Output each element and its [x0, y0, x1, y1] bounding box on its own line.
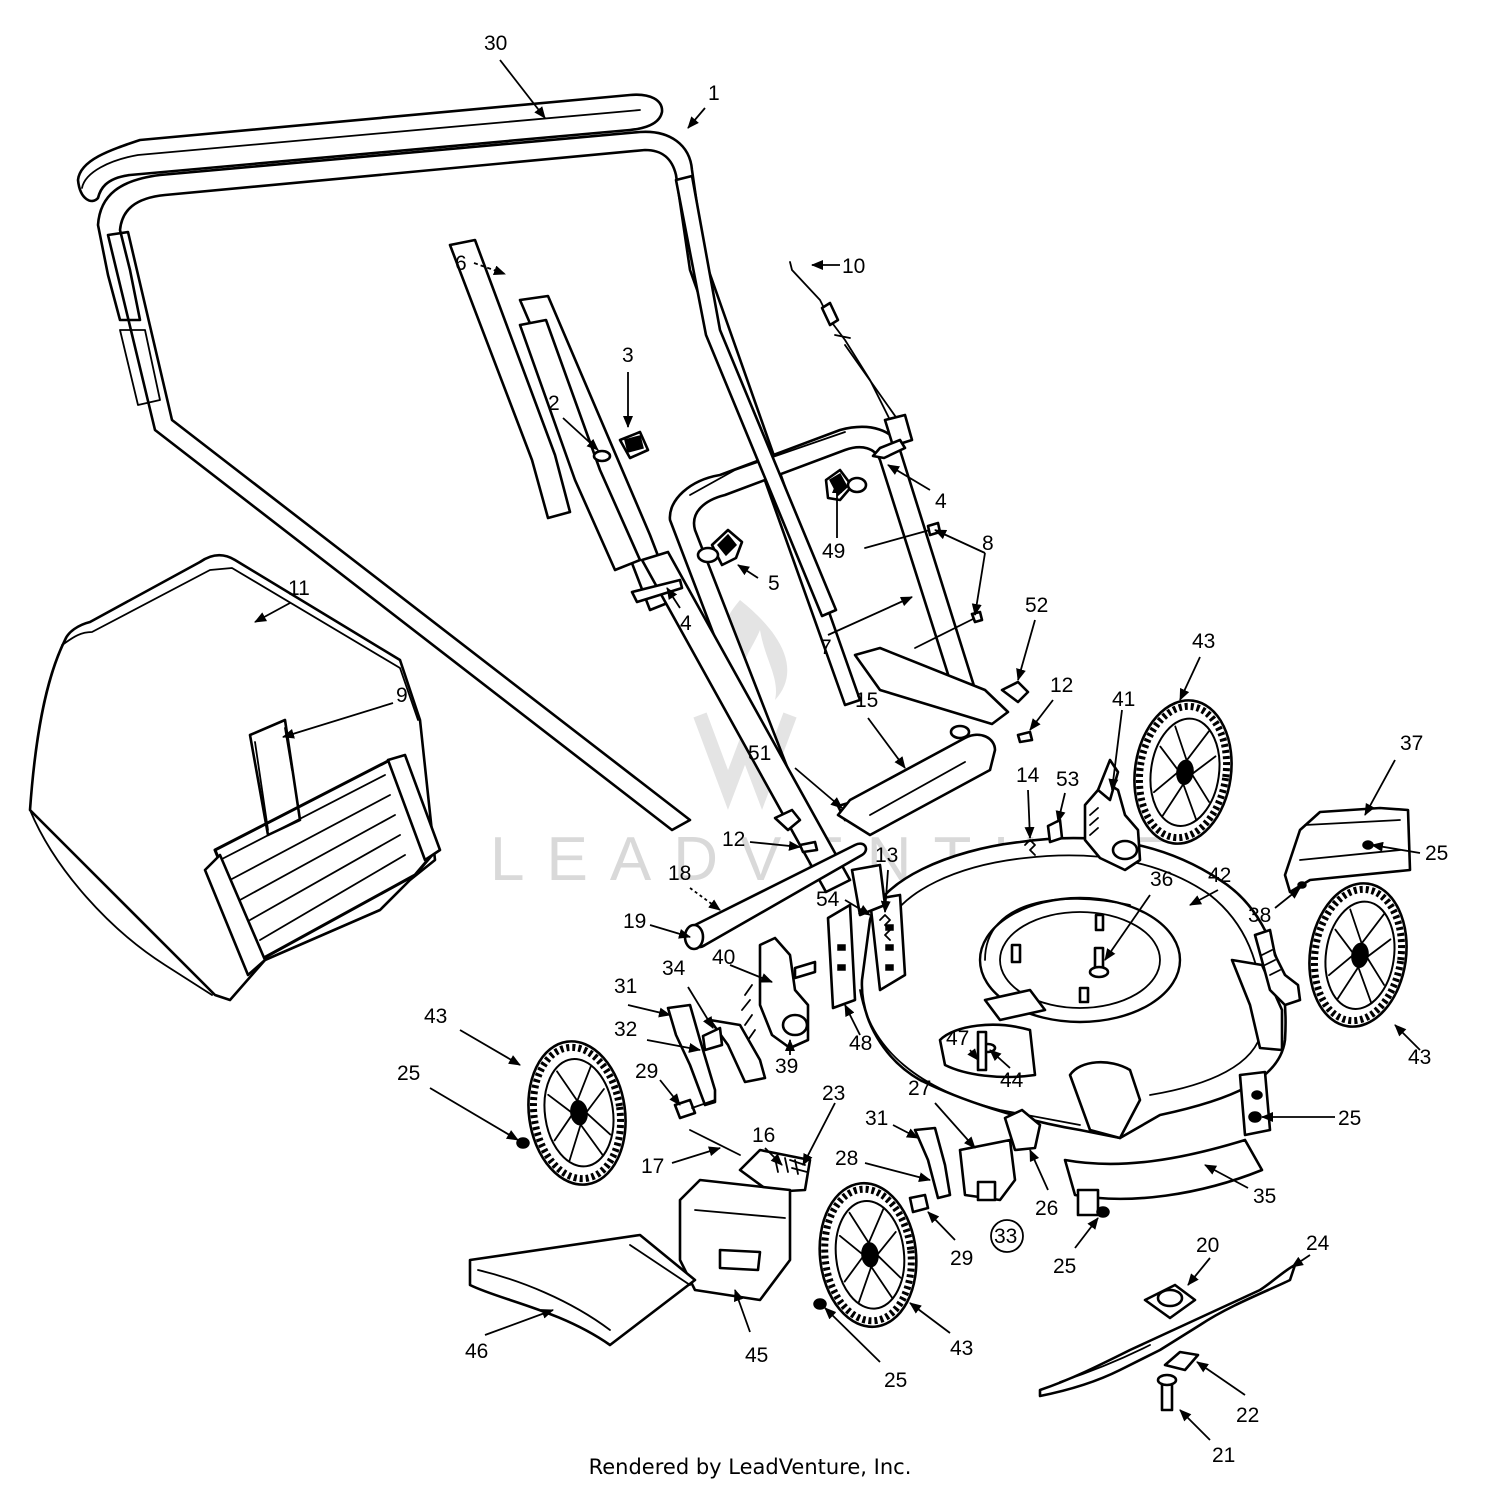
bracket-26 — [1003, 1108, 1042, 1152]
callout-4-lower: 4 — [680, 612, 692, 635]
bracket-48 — [826, 903, 857, 1010]
knob-3 — [618, 430, 650, 460]
callout-44: 44 — [1000, 1069, 1024, 1092]
bag-handle — [248, 718, 302, 837]
callout-35: 35 — [1253, 1185, 1276, 1208]
ring-2 — [592, 449, 612, 463]
callout-43-front-right: 43 — [1408, 1046, 1431, 1069]
callout-13: 13 — [875, 844, 898, 867]
callout-45: 45 — [745, 1344, 768, 1367]
callout-39: 39 — [775, 1055, 798, 1078]
shield-37 — [1283, 806, 1412, 894]
callout-43-rear-right: 43 — [1192, 630, 1215, 653]
wheel-rear-left — [519, 1035, 634, 1191]
callout-3: 3 — [622, 344, 634, 367]
leader-lines — [254, 59, 1421, 1441]
plate-31-left — [666, 1003, 717, 1107]
bracket-15 — [836, 733, 997, 837]
handle-assembly — [76, 93, 1010, 894]
wheel-front-right — [1300, 877, 1415, 1033]
callout-27: 27 — [908, 1077, 931, 1100]
callout-18: 18 — [668, 862, 691, 885]
callout-26: 26 — [1035, 1197, 1058, 1220]
mower-deck — [859, 836, 1287, 1140]
height-adjuster-41 — [1083, 758, 1142, 872]
callout-46: 46 — [465, 1340, 488, 1363]
callout-53: 53 — [1056, 768, 1079, 791]
callout-51: 51 — [748, 742, 771, 765]
callout-34: 34 — [662, 957, 686, 980]
handle-left-tube — [106, 230, 692, 832]
height-adjuster-38 — [1253, 928, 1302, 1007]
callout-25-right-mid: 25 — [1338, 1107, 1361, 1130]
callout-16: 16 — [752, 1124, 775, 1147]
knob-49 — [824, 468, 868, 502]
callout-14: 14 — [1016, 764, 1040, 787]
callout-12-lower: 12 — [722, 828, 745, 851]
callout-23: 23 — [822, 1082, 845, 1105]
callout-36: 36 — [1150, 868, 1173, 891]
blade-24 — [1038, 1263, 1297, 1398]
callout-2: 2 — [548, 392, 560, 415]
rear-door-45 — [678, 1178, 792, 1302]
height-adjuster-40 — [741, 936, 817, 1050]
callout-4-upper: 4 — [935, 490, 947, 513]
callout-12-upper: 12 — [1050, 674, 1073, 697]
callout-31-right: 31 — [865, 1107, 888, 1130]
callout-5: 5 — [768, 572, 780, 595]
callout-22: 22 — [1236, 1404, 1259, 1427]
callout-43-rear-left: 43 — [424, 1005, 447, 1028]
callout-9: 9 — [396, 684, 408, 707]
wheel-front-left — [813, 1178, 924, 1331]
callout-42: 42 — [1208, 864, 1231, 887]
callout-8: 8 — [982, 532, 994, 555]
callout-25-bottom: 25 — [884, 1369, 907, 1392]
callout-49: 49 — [822, 540, 845, 563]
callout-28: 28 — [835, 1147, 858, 1170]
callout-47: 47 — [946, 1027, 969, 1050]
callout-32: 32 — [614, 1018, 637, 1041]
shield-35 — [1063, 1138, 1264, 1201]
callout-40: 40 — [712, 946, 735, 969]
callout-10: 10 — [842, 255, 865, 278]
callout-38: 38 — [1248, 904, 1271, 927]
callout-33: 33 — [994, 1225, 1017, 1248]
plate-27 — [958, 1138, 1017, 1202]
callout-15: 15 — [855, 689, 878, 712]
callout-29-right: 29 — [950, 1247, 973, 1270]
callout-31-left: 31 — [614, 975, 637, 998]
callout-29-left: 29 — [635, 1060, 658, 1083]
callout-25-right-top: 25 — [1425, 842, 1448, 865]
callout-1: 1 — [708, 82, 720, 105]
callout-6: 6 — [455, 252, 467, 275]
callout-54: 54 — [816, 888, 840, 911]
upper-handle — [96, 130, 862, 707]
callout-labels: 30 1 6 10 3 2 4 49 8 5 4 7 11 9 52 12 43… — [288, 32, 1448, 1467]
callout-25-left: 25 — [397, 1062, 420, 1085]
callout-25-front: 25 — [1053, 1255, 1076, 1278]
callout-43-front-left: 43 — [950, 1337, 973, 1360]
callout-7: 7 — [820, 636, 832, 659]
callout-24: 24 — [1306, 1232, 1330, 1255]
callout-30: 30 — [484, 32, 507, 55]
callout-33-circle — [990, 1219, 1024, 1253]
blade-bolt-22 — [1163, 1350, 1200, 1372]
callout-52: 52 — [1025, 594, 1048, 617]
callout-37: 37 — [1400, 732, 1423, 755]
knob-5 — [696, 528, 744, 567]
callout-21: 21 — [1212, 1444, 1235, 1467]
callout-41: 41 — [1112, 688, 1135, 711]
callout-11: 11 — [288, 577, 310, 600]
footer-credit: Rendered by LeadVenture, Inc. — [588, 1455, 912, 1479]
callout-20: 20 — [1196, 1234, 1219, 1257]
callout-17: 17 — [641, 1155, 664, 1178]
grass-bag — [28, 553, 442, 1002]
callout-48: 48 — [849, 1032, 872, 1055]
callout-19: 19 — [623, 910, 646, 933]
